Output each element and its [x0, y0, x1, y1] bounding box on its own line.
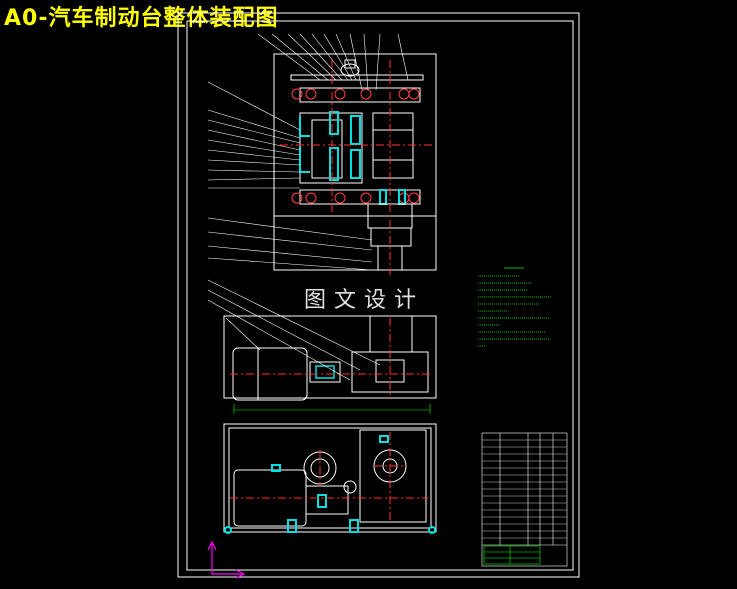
ucs-axis-icon [207, 540, 246, 579]
front-elevation-view [207, 33, 437, 275]
parts-list-table [481, 432, 568, 567]
plan-view [223, 423, 437, 534]
inner-sheet-border [186, 20, 574, 571]
watermark-text: 图文设计 [304, 288, 425, 313]
side-elevation-view [207, 279, 437, 414]
drawing-title: A0-汽车制动台整体装配图 [4, 6, 279, 31]
technical-notes [478, 267, 552, 347]
outer-sheet-border [177, 12, 580, 578]
